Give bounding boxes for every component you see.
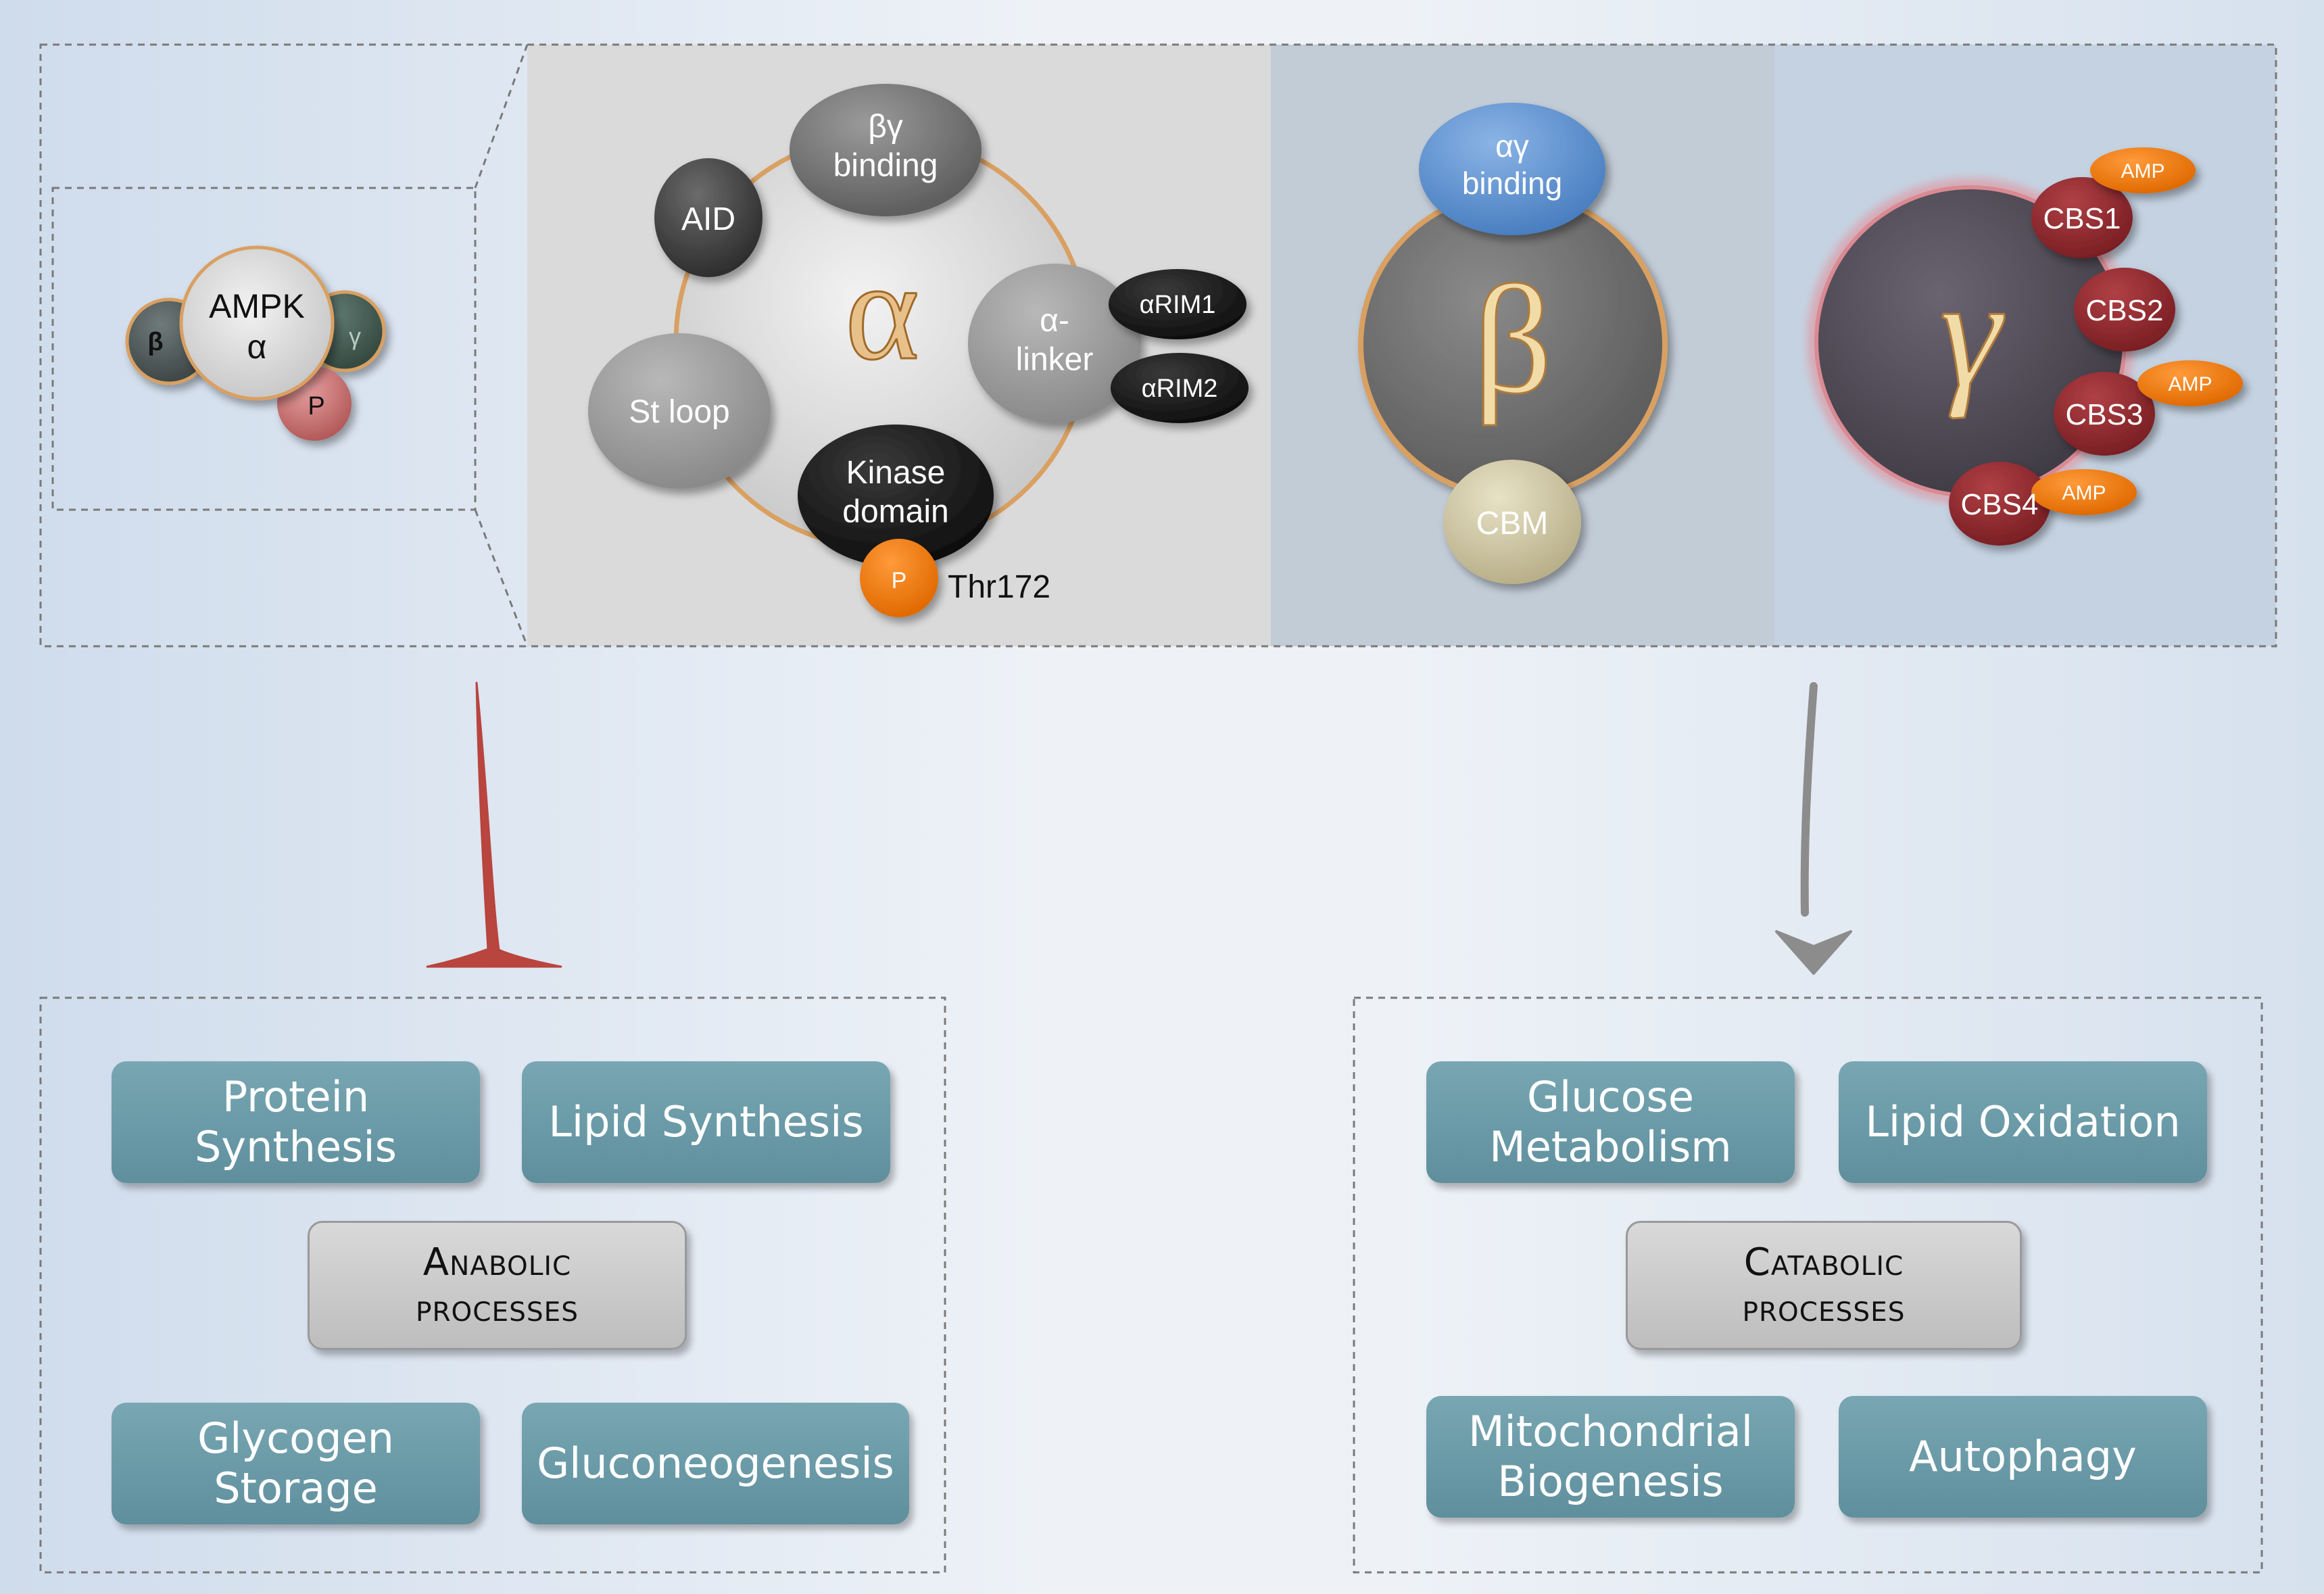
alpha-subunit-group bbox=[588, 84, 1249, 617]
beta-subunit-group bbox=[1358, 103, 1668, 584]
amp-cbs4-label: AMP bbox=[2062, 482, 2106, 504]
arim1-label: αRIM1 bbox=[1140, 291, 1216, 319]
alpha-symbol: α bbox=[845, 233, 919, 389]
catabolic-processes-box: Catabolic processes bbox=[1626, 1221, 2022, 1350]
autophagy-box: Autophagy bbox=[1839, 1396, 2207, 1518]
aid-label: AID bbox=[681, 201, 735, 237]
kinase-domain bbox=[798, 425, 994, 566]
cbs2-label: CBS2 bbox=[2086, 294, 2164, 327]
cbs4-label: CBS4 bbox=[1961, 488, 2039, 521]
overview-beta-label: β bbox=[147, 328, 163, 356]
overview-gamma-label: γ bbox=[349, 322, 361, 350]
glucose-metabolism-box: Glucose Metabolism bbox=[1426, 1061, 1795, 1183]
overview-p-label: P bbox=[308, 392, 324, 420]
gamma-subunit-group bbox=[1807, 147, 2243, 546]
cbs1-domain bbox=[2031, 177, 2133, 258]
activation-arrow-shaft bbox=[1800, 682, 1818, 917]
aid-domain bbox=[654, 158, 762, 277]
cbs4-domain bbox=[1949, 462, 2050, 546]
cbs2-domain bbox=[2074, 268, 2175, 352]
stloop-label: St loop bbox=[629, 394, 729, 430]
gluconeogenesis-box: Gluconeogenesis bbox=[522, 1403, 909, 1524]
arim2-label: αRIM2 bbox=[1142, 375, 1218, 403]
inhibition-arrow bbox=[426, 681, 562, 968]
amp-cbs4 bbox=[2031, 469, 2137, 515]
overview-alpha-subunit bbox=[179, 245, 335, 401]
alinker-label: α-linker bbox=[1016, 303, 1094, 378]
gamma-symbol: γ bbox=[1940, 247, 2005, 419]
st-loop-domain bbox=[588, 333, 771, 489]
catabolic-frame bbox=[1353, 996, 2263, 1574]
cbs3-label: CBS3 bbox=[2066, 398, 2144, 431]
cbs3-domain bbox=[2054, 372, 2155, 456]
amp-cbs1-label: AMP bbox=[2121, 160, 2164, 183]
activation-arrow-head bbox=[1775, 930, 1852, 975]
lipid-synthesis-box: Lipid Synthesis bbox=[522, 1061, 890, 1183]
beta-symbol: β bbox=[1473, 253, 1552, 426]
arim2-motif bbox=[1111, 353, 1249, 423]
arim1-motif bbox=[1109, 269, 1246, 339]
cbm-domain bbox=[1443, 460, 1581, 584]
cbm-label: CBM bbox=[1476, 506, 1549, 541]
glycogen-storage-box: Glycogen Storage bbox=[112, 1403, 480, 1524]
cbs1-label: CBS1 bbox=[2043, 202, 2121, 235]
overview-frame bbox=[51, 187, 477, 511]
anabolic-processes-box: Anabolic processes bbox=[308, 1221, 687, 1350]
lipid-oxidation-box: Lipid Oxidation bbox=[1839, 1061, 2207, 1183]
top-frame bbox=[39, 43, 2277, 648]
thr172-phosphate bbox=[860, 539, 938, 617]
alpha-linker-domain bbox=[968, 264, 1141, 423]
amp-cbs1 bbox=[2090, 147, 2196, 193]
thr172-label: Thr172 bbox=[948, 569, 1050, 605]
protein-synthesis-box: Protein Synthesis bbox=[112, 1061, 480, 1183]
zoom-line-top bbox=[474, 44, 529, 189]
thr172-p-label: P bbox=[892, 568, 907, 594]
anabolic-frame bbox=[39, 996, 946, 1574]
amp-cbs3-label: AMP bbox=[2168, 373, 2212, 395]
ay-binding-domain bbox=[1419, 103, 1605, 235]
overview-complex bbox=[125, 245, 386, 441]
by-binding-domain bbox=[790, 84, 982, 216]
amp-cbs3 bbox=[2137, 360, 2243, 406]
zoom-line-bottom bbox=[474, 509, 529, 647]
mitochondrial-biogenesis-box: Mitochondrial Biogenesis bbox=[1426, 1396, 1795, 1518]
